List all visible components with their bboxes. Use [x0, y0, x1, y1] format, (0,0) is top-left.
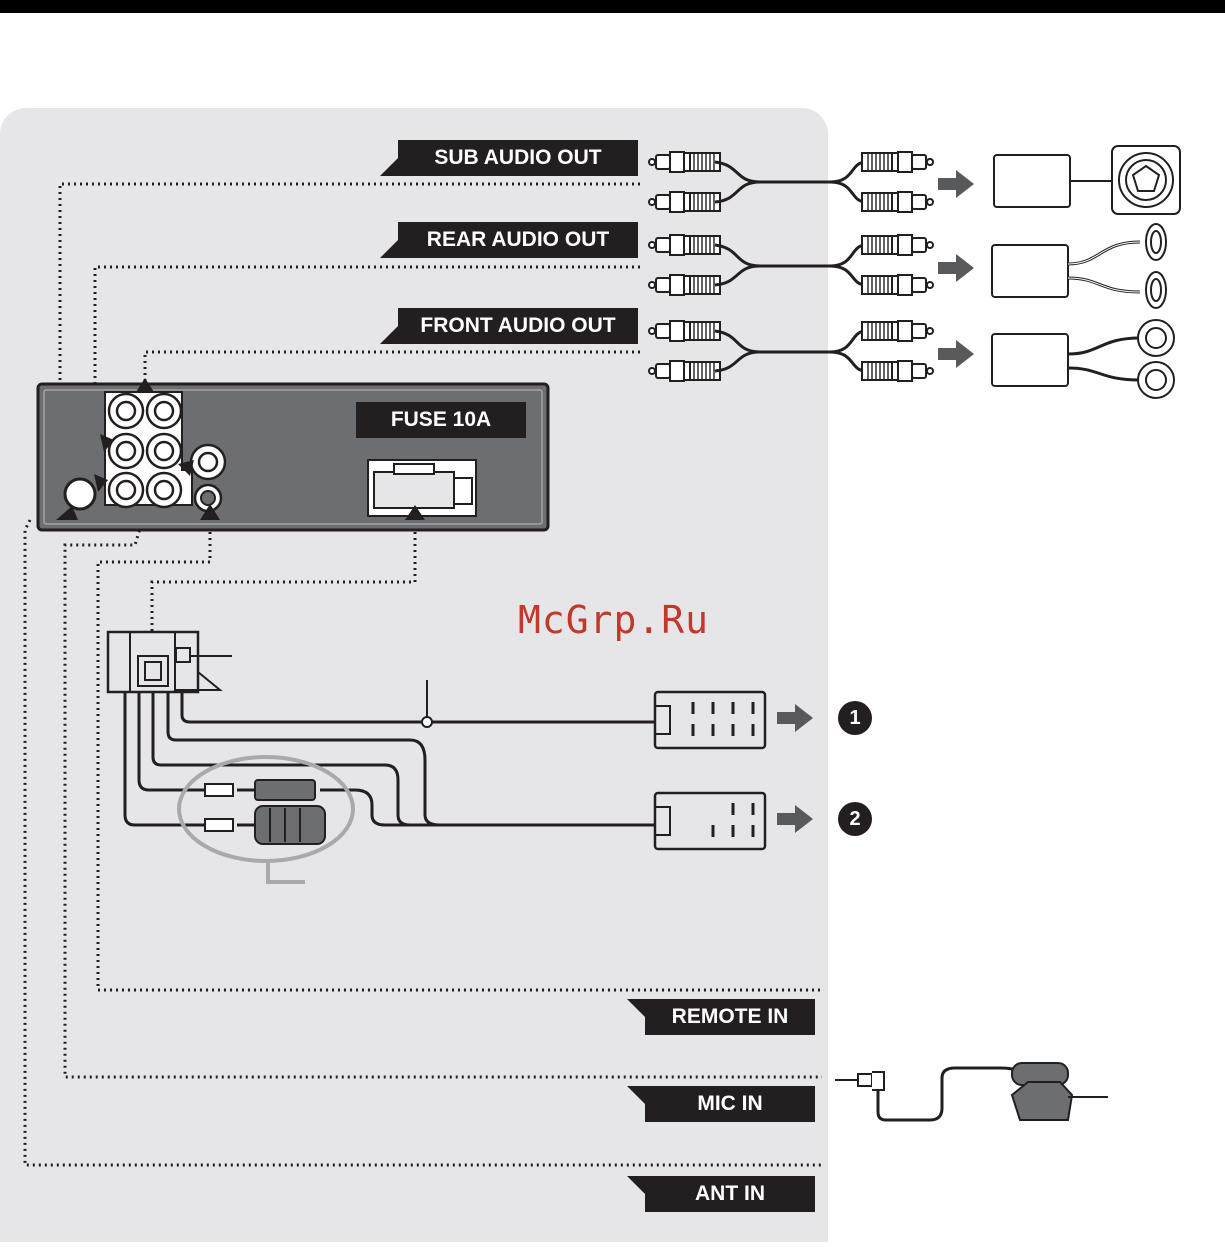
rear-audio-out-label: REAR AUDIO OUT — [398, 222, 638, 258]
callout-badge-2: 2 — [838, 802, 872, 836]
amplifier-front — [992, 320, 1174, 398]
header-bar — [0, 0, 1225, 13]
microphone — [835, 1063, 1108, 1120]
callout-badge-1: 1 — [838, 701, 872, 735]
iso-connector-2 — [655, 793, 765, 849]
amplifier-sub — [994, 146, 1180, 214]
fuse-label: FUSE 10A — [356, 402, 526, 438]
rca-plugs-right — [862, 152, 933, 212]
iso-connector-1 — [655, 692, 765, 748]
watermark: McGrp.Ru — [518, 598, 709, 642]
amplifier-rear — [992, 224, 1166, 308]
mic-in-label: MIC IN — [645, 1086, 815, 1122]
front-audio-out-label: FRONT AUDIO OUT — [398, 308, 638, 344]
sub-audio-out-label: SUB AUDIO OUT — [398, 140, 638, 176]
remote-in-label: REMOTE IN — [645, 999, 815, 1035]
ant-in-label: ANT IN — [645, 1176, 815, 1212]
